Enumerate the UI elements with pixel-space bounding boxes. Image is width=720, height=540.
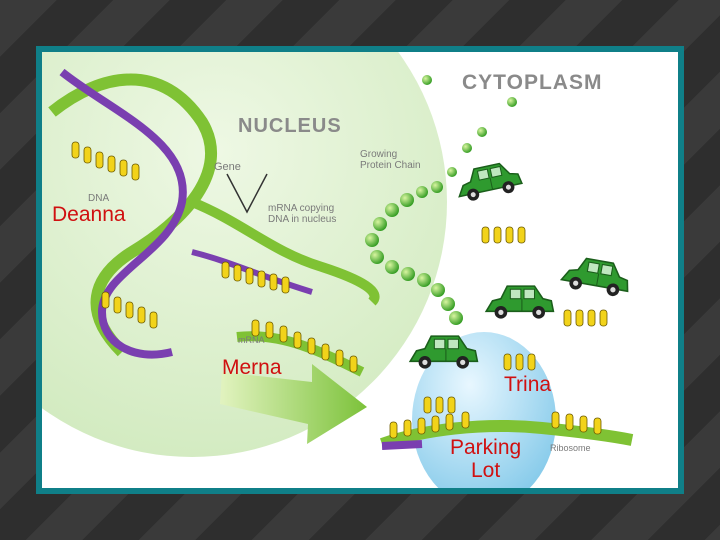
car-middle xyxy=(485,285,555,320)
annotation-trina: Trina xyxy=(504,373,552,396)
diagram-canvas: CYTOPLASM NUCLEUS Gene DNA Growing Prote… xyxy=(42,52,678,488)
gene-label: Gene xyxy=(214,161,241,173)
nucleus-label: NUCLEUS xyxy=(238,115,342,137)
annotation-deanna: Deanna xyxy=(52,203,126,226)
gene-pointer xyxy=(226,173,268,214)
car-top xyxy=(453,159,525,205)
car-right xyxy=(559,254,633,300)
ribosome-shape xyxy=(412,332,556,488)
growing-chain-label: Growing Protein Chain xyxy=(360,149,421,171)
transport-arrow xyxy=(220,364,367,444)
mrna-copying-label: mRNA copying DNA in nucleus xyxy=(268,203,337,225)
protein-synthesis-diagram xyxy=(42,52,634,488)
cytoplasm-label: CYTOPLASM xyxy=(462,71,603,94)
dna-template-strand xyxy=(190,197,380,306)
dna-label: DNA xyxy=(88,193,110,204)
annotation-parking-lot: Parking Lot xyxy=(450,436,522,483)
dna-strand-green xyxy=(48,73,218,357)
ribosome-label: Ribosome xyxy=(550,443,591,453)
dna-strand-purple xyxy=(59,68,187,359)
ribosome-mrna-end xyxy=(381,440,423,450)
protein-chain-beads xyxy=(365,75,517,325)
annotation-merna: Merna xyxy=(222,356,282,379)
slide-frame: CYTOPLASM NUCLEUS Gene DNA Growing Prote… xyxy=(36,46,684,494)
mrna-label: mRNA xyxy=(238,335,265,345)
ribosome-mrna xyxy=(380,419,634,450)
